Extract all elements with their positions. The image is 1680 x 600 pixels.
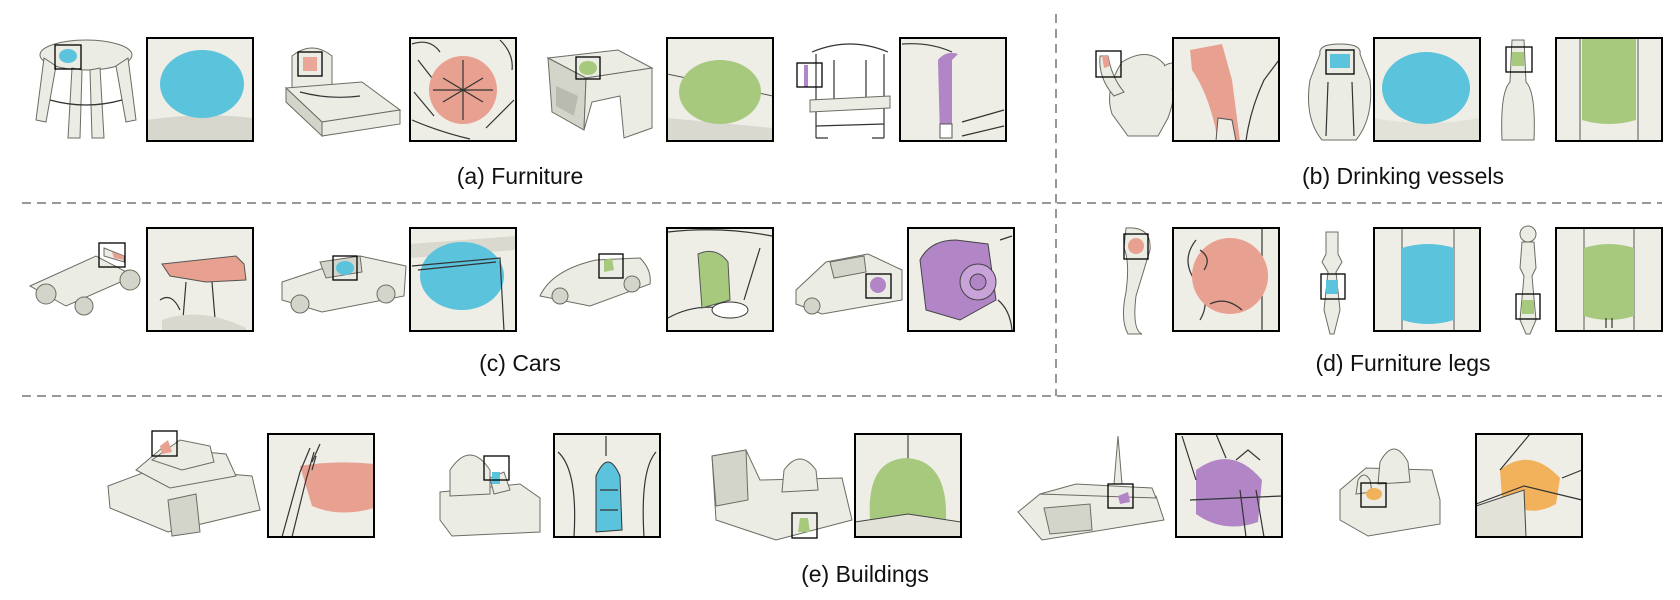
sportscar-model: [539, 253, 651, 307]
monastery-zoom: [854, 433, 962, 538]
caption-drinking-vessels: (b) Drinking vessels: [1302, 163, 1504, 189]
domed-church-zoom: [553, 433, 661, 538]
jug-model: [1308, 43, 1372, 141]
bottle-zoom: [1555, 37, 1663, 142]
caption-buildings: (e) Buildings: [801, 561, 929, 587]
pickup-zoom: [409, 227, 517, 332]
cabriole-leg-model: [1122, 227, 1151, 335]
baluster-leg-zoom: [1555, 227, 1663, 332]
cathedral-model: [1017, 435, 1165, 541]
bottle-model: [1501, 39, 1535, 141]
bed-zoom: [409, 37, 517, 142]
temple-zoom: [267, 433, 375, 538]
bed-model: [284, 47, 402, 138]
stool-model: [35, 39, 137, 139]
cabriole-leg-zoom: [1172, 227, 1280, 332]
teapot-model: [1095, 50, 1177, 137]
temple-model: [107, 430, 261, 537]
turned-leg-model: [1320, 231, 1346, 335]
monastery-model: [711, 449, 853, 541]
stool-zoom: [146, 37, 254, 142]
sportscar-zoom: [666, 227, 774, 332]
orthodox-church-model: [1339, 448, 1441, 537]
turned-leg-zoom: [1373, 227, 1481, 332]
cathedral-zoom: [1175, 433, 1283, 538]
desk-zoom: [666, 37, 774, 142]
jug-zoom: [1373, 37, 1481, 142]
domed-church-model: [439, 454, 541, 537]
teapot-zoom: [1172, 37, 1280, 142]
racecar-zoom: [146, 227, 254, 332]
caption-cars: (c) Cars: [479, 350, 561, 376]
caption-furniture-legs: (d) Furniture legs: [1315, 350, 1491, 376]
pickup-model: [281, 255, 407, 314]
orthodox-church-zoom: [1475, 433, 1583, 538]
truck-zoom: [907, 227, 1015, 332]
desk-model: [546, 49, 654, 139]
caption-furniture: (a) Furniture: [456, 163, 584, 189]
racecar-model: [28, 242, 141, 316]
truck-model: [795, 253, 903, 315]
chair-zoom: [899, 37, 1007, 142]
baluster-leg-model: [1515, 225, 1541, 335]
chair-model: [796, 43, 891, 139]
